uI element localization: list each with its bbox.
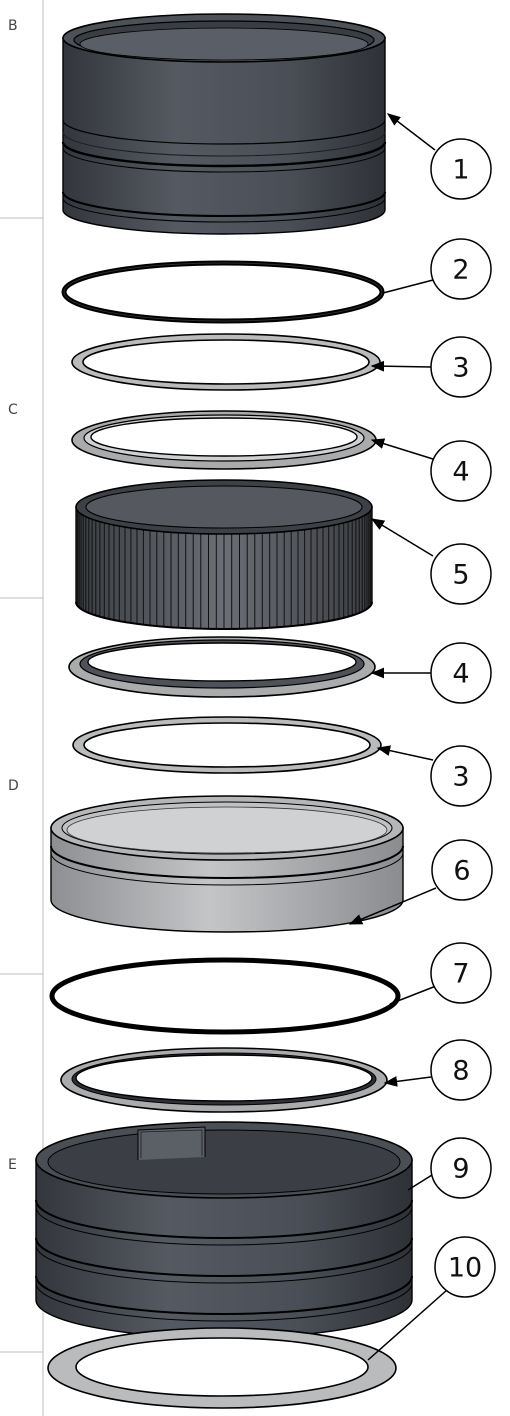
part-6-light-housing bbox=[50, 795, 404, 933]
leader-1 bbox=[386, 113, 436, 151]
part-1-upper-housing bbox=[61, 13, 387, 235]
roller-teeth bbox=[75, 507, 373, 629]
leader-lines bbox=[348, 113, 448, 1361]
part-3-washer-upper bbox=[71, 333, 381, 391]
leader-5 bbox=[370, 518, 434, 557]
balloon-4-lower: 4 bbox=[430, 642, 492, 704]
part-7-o-ring bbox=[49, 957, 401, 1035]
leader-3-lower bbox=[376, 745, 434, 761]
balloon-2-number: 2 bbox=[452, 255, 469, 286]
balloon-9-number: 9 bbox=[452, 1154, 469, 1185]
leader-8 bbox=[383, 1076, 432, 1087]
part-5-roller-cage bbox=[75, 479, 373, 630]
part-2-o-ring bbox=[61, 260, 385, 324]
part-8-ring bbox=[60, 1047, 388, 1113]
balloon-6-number: 6 bbox=[453, 856, 470, 887]
balloon-1: 1 bbox=[430, 138, 492, 200]
balloon-7: 7 bbox=[430, 942, 492, 1004]
balloon-1-number: 1 bbox=[452, 155, 469, 186]
balloon-2: 2 bbox=[430, 238, 492, 300]
part-3-washer-lower bbox=[72, 716, 382, 774]
balloon-3-lower: 3 bbox=[430, 745, 492, 807]
balloon-3-lower-number: 3 bbox=[452, 762, 469, 793]
part-4-race-upper bbox=[71, 410, 377, 470]
leader-10 bbox=[367, 1289, 448, 1361]
leader-6 bbox=[348, 887, 437, 925]
balloon-6: 6 bbox=[431, 839, 493, 901]
leader-7 bbox=[389, 985, 437, 1005]
part-10-gasket bbox=[47, 1327, 397, 1409]
zone-label-e: E bbox=[8, 1157, 17, 1173]
balloon-3-upper-number: 3 bbox=[452, 353, 469, 384]
balloon-4-upper: 4 bbox=[430, 440, 492, 502]
zone-label-d: D bbox=[8, 778, 19, 794]
balloon-5: 5 bbox=[430, 543, 492, 605]
balloon-7-number: 7 bbox=[452, 959, 469, 990]
zone-label-c: C bbox=[8, 402, 18, 418]
balloon-4-lower-number: 4 bbox=[452, 659, 469, 690]
part-9-base-housing bbox=[35, 1121, 413, 1339]
balloon-9: 9 bbox=[430, 1137, 492, 1199]
zone-label-b: B bbox=[8, 18, 18, 34]
balloon-10-number: 10 bbox=[448, 1253, 482, 1284]
leader-3-upper bbox=[370, 360, 432, 372]
balloon-3-upper: 3 bbox=[430, 336, 492, 398]
balloon-4-upper-number: 4 bbox=[452, 457, 469, 488]
leader-4-upper bbox=[370, 438, 434, 460]
leader-2 bbox=[382, 279, 434, 294]
balloon-8: 8 bbox=[430, 1039, 492, 1101]
balloon-10: 10 bbox=[434, 1236, 496, 1298]
leader-9 bbox=[407, 1174, 433, 1191]
callout-balloons: 1 2 3 4 5 4 3 6 bbox=[430, 138, 496, 1298]
balloon-5-number: 5 bbox=[452, 560, 469, 591]
part-4-race-lower bbox=[68, 636, 376, 698]
balloon-8-number: 8 bbox=[452, 1056, 469, 1087]
